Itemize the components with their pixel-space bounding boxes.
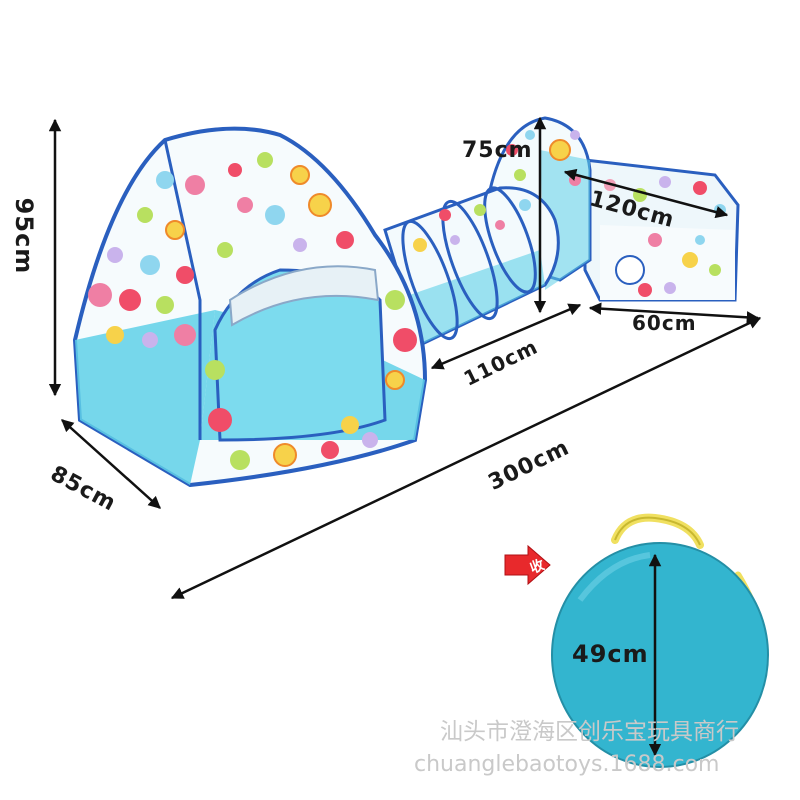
watermark-chinese: 汕头市澄海区创乐宝玩具商行	[440, 719, 739, 745]
label-95cm: 95cm	[10, 197, 38, 275]
label-49cm: 49cm	[572, 640, 649, 668]
arrow-60cm	[588, 302, 760, 324]
triangle-tent	[72, 126, 428, 488]
arrow-85cm	[61, 419, 161, 509]
arrow-120cm	[563, 168, 729, 219]
watermark-url: chuanglebaotoys.1688.com	[414, 752, 720, 777]
label-60cm: 60cm	[632, 311, 697, 335]
label-75cm: 75cm	[462, 138, 533, 163]
arrow-300cm	[170, 316, 762, 600]
